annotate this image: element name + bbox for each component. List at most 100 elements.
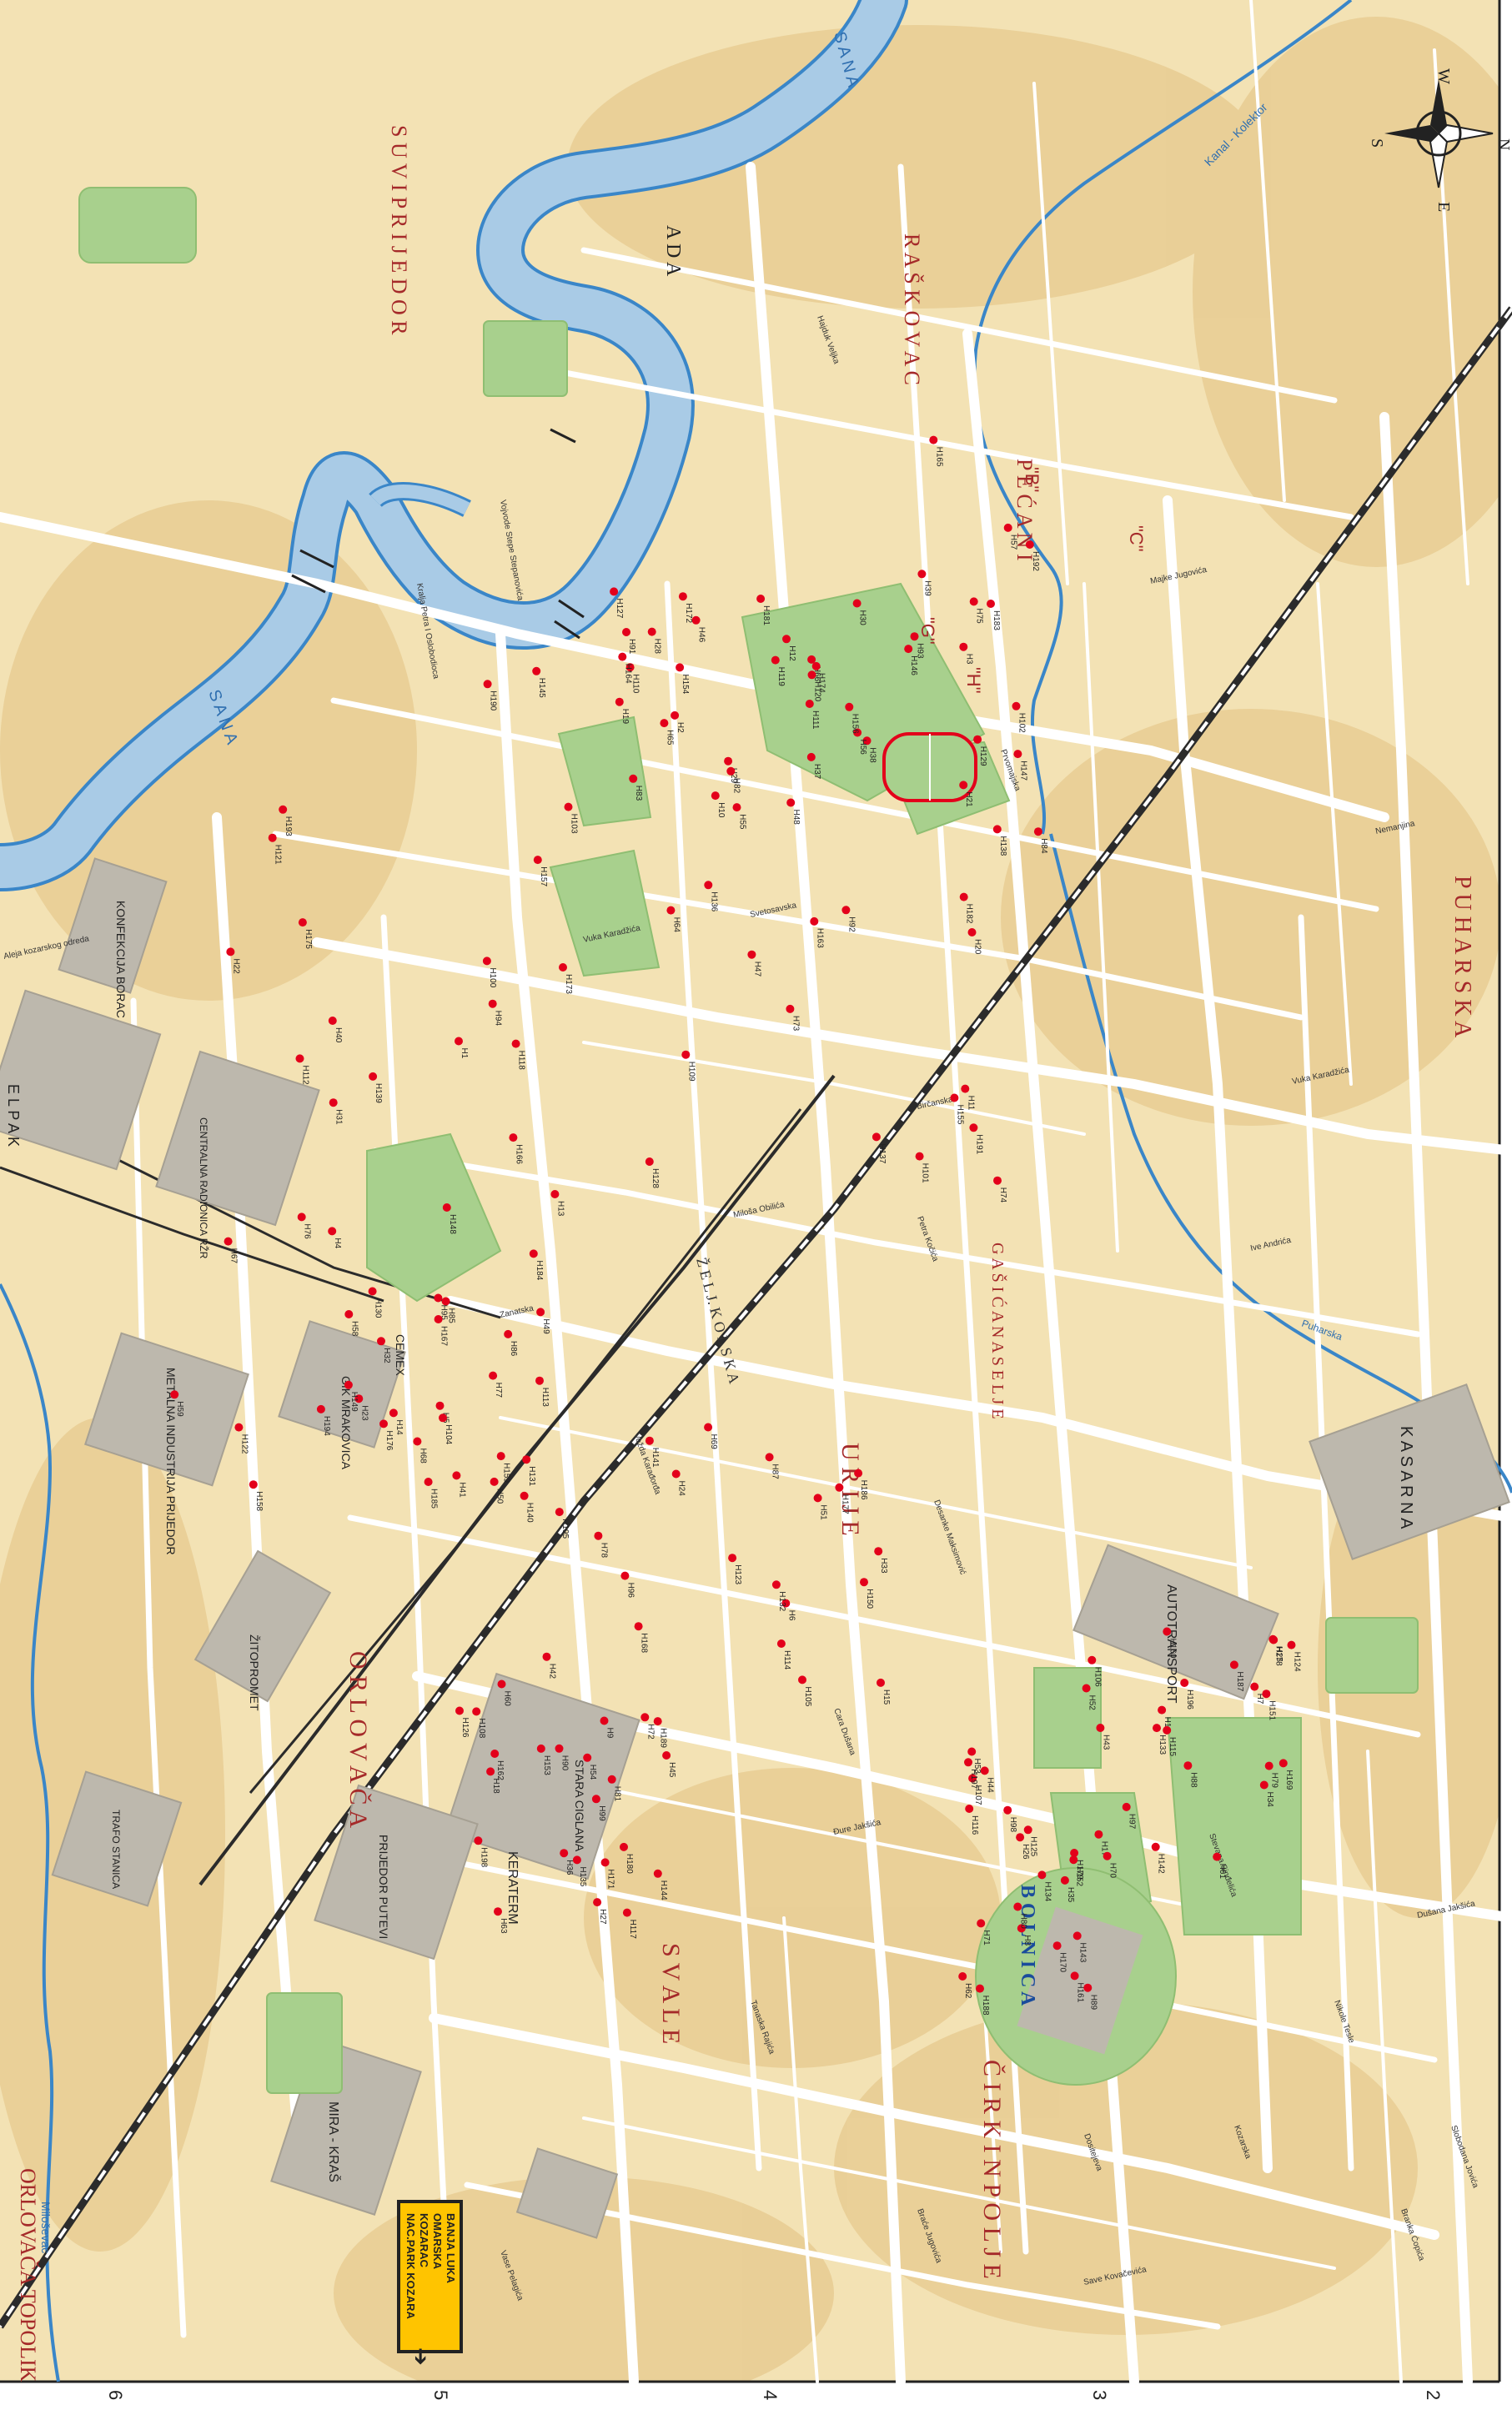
hotspot-marker[interactable]: [486, 1767, 495, 1776]
hotspot-marker[interactable]: [1088, 1655, 1097, 1664]
hotspot-marker[interactable]: [671, 1469, 681, 1479]
hotspot-marker[interactable]: [622, 1908, 631, 1917]
hotspot-marker[interactable]: [328, 1017, 337, 1025]
hotspot-marker[interactable]: [474, 1836, 483, 1845]
hotspot-marker[interactable]: [660, 719, 669, 728]
hotspot-marker[interactable]: [776, 1639, 786, 1648]
hotspot-marker[interactable]: [497, 1679, 506, 1689]
hotspot-marker[interactable]: [226, 947, 235, 956]
hotspot-marker[interactable]: [490, 1750, 500, 1758]
hotspot-marker[interactable]: [860, 1578, 868, 1587]
hotspot-marker[interactable]: [413, 1437, 422, 1446]
hotspot-marker[interactable]: [368, 1287, 377, 1296]
hotspot-marker[interactable]: [874, 1547, 883, 1556]
hotspot-marker[interactable]: [765, 1453, 774, 1462]
hotspot-marker[interactable]: [645, 1157, 654, 1166]
hotspot-marker[interactable]: [1003, 1805, 1012, 1815]
hotspot-marker[interactable]: [610, 587, 619, 596]
hotspot-marker[interactable]: [877, 1678, 885, 1687]
hotspot-marker[interactable]: [344, 1310, 354, 1318]
hotspot-marker[interactable]: [959, 642, 968, 651]
hotspot-marker[interactable]: [691, 615, 701, 625]
hotspot-marker[interactable]: [600, 1858, 610, 1867]
direction-signpost[interactable]: BANJA LUKA OMARSKA KOZARAC NAC.PARK KOZA…: [397, 2200, 463, 2366]
hotspot-marker[interactable]: [224, 1237, 233, 1246]
hotspot-marker[interactable]: [594, 1531, 603, 1540]
hotspot-marker[interactable]: [472, 1707, 481, 1716]
hotspot-marker[interactable]: [852, 599, 861, 608]
hotspot-marker[interactable]: [681, 1050, 691, 1059]
hotspot-marker[interactable]: [992, 825, 1002, 834]
hotspot-marker[interactable]: [618, 652, 627, 661]
hotspot-marker[interactable]: [805, 700, 814, 708]
hotspot-marker[interactable]: [434, 1315, 443, 1323]
hotspot-marker[interactable]: [488, 999, 497, 1008]
hotspot-marker[interactable]: [662, 1751, 671, 1760]
hotspot-marker[interactable]: [967, 1747, 977, 1756]
hotspot-marker[interactable]: [950, 1093, 959, 1102]
hotspot-marker[interactable]: [993, 1176, 1002, 1185]
hotspot-marker[interactable]: [379, 1419, 388, 1428]
hotspot-marker[interactable]: [511, 1039, 520, 1048]
hotspot-marker[interactable]: [377, 1337, 385, 1346]
hotspot-marker[interactable]: [354, 1394, 364, 1403]
hotspot-marker[interactable]: [1264, 1761, 1273, 1770]
hotspot-marker[interactable]: [959, 892, 968, 901]
hotspot-marker[interactable]: [977, 1919, 986, 1928]
hotspot-marker[interactable]: [625, 663, 635, 672]
hotspot-marker[interactable]: [607, 1775, 616, 1784]
hotspot-marker[interactable]: [728, 1554, 737, 1563]
hotspot-marker[interactable]: [1094, 1830, 1103, 1839]
hotspot-marker[interactable]: [771, 1580, 781, 1589]
hotspot-marker[interactable]: [583, 1753, 592, 1762]
hotspot-marker[interactable]: [806, 752, 816, 761]
hotspot-marker[interactable]: [483, 680, 492, 689]
hotspot-marker[interactable]: [279, 805, 288, 814]
hotspot-marker[interactable]: [653, 1717, 662, 1726]
hotspot-marker[interactable]: [1287, 1640, 1296, 1649]
hotspot-marker[interactable]: [756, 595, 766, 603]
hotspot-marker[interactable]: [482, 956, 491, 966]
hotspot-marker[interactable]: [959, 781, 968, 790]
hotspot-marker[interactable]: [1023, 1825, 1032, 1835]
hotspot-marker[interactable]: [434, 1293, 443, 1303]
hotspot-marker[interactable]: [1003, 523, 1012, 532]
hotspot-marker[interactable]: [329, 1098, 338, 1107]
hotspot-marker[interactable]: [533, 856, 542, 865]
hotspot-marker[interactable]: [781, 1599, 791, 1608]
hotspot-marker[interactable]: [424, 1478, 433, 1486]
hotspot-marker[interactable]: [958, 1972, 967, 1981]
hotspot-marker[interactable]: [845, 702, 854, 711]
hotspot-marker[interactable]: [724, 756, 733, 766]
hotspot-marker[interactable]: [732, 803, 741, 812]
hotspot-marker[interactable]: [798, 1675, 806, 1684]
hotspot-marker[interactable]: [455, 1037, 463, 1046]
hotspot-marker[interactable]: [1069, 1855, 1078, 1865]
hotspot-marker[interactable]: [640, 1713, 650, 1722]
hotspot-marker[interactable]: [295, 1054, 304, 1063]
hotspot-marker[interactable]: [807, 655, 816, 664]
hotspot-marker[interactable]: [807, 670, 816, 680]
hotspot-marker[interactable]: [564, 802, 573, 811]
hotspot-marker[interactable]: [813, 1494, 822, 1503]
hotspot-marker[interactable]: [1213, 1852, 1222, 1861]
hotspot-marker[interactable]: [961, 1084, 970, 1093]
hotspot-marker[interactable]: [786, 798, 796, 807]
hotspot-marker[interactable]: [1229, 1660, 1238, 1669]
hotspot-marker[interactable]: [1278, 1759, 1288, 1768]
hotspot-marker[interactable]: [853, 728, 862, 737]
hotspot-marker[interactable]: [615, 697, 624, 706]
hotspot-marker[interactable]: [560, 1849, 569, 1858]
hotspot-marker[interactable]: [676, 663, 685, 672]
hotspot-marker[interactable]: [1096, 1724, 1105, 1732]
hotspot-marker[interactable]: [369, 1072, 378, 1081]
hotspot-marker[interactable]: [439, 1413, 447, 1423]
hotspot-marker[interactable]: [532, 666, 541, 675]
hotspot-marker[interactable]: [1158, 1705, 1167, 1715]
hotspot-marker[interactable]: [593, 1898, 602, 1907]
hotspot-marker[interactable]: [550, 1190, 560, 1198]
hotspot-marker[interactable]: [234, 1423, 244, 1432]
hotspot-marker[interactable]: [1017, 1924, 1026, 1933]
hotspot-marker[interactable]: [704, 1423, 713, 1432]
